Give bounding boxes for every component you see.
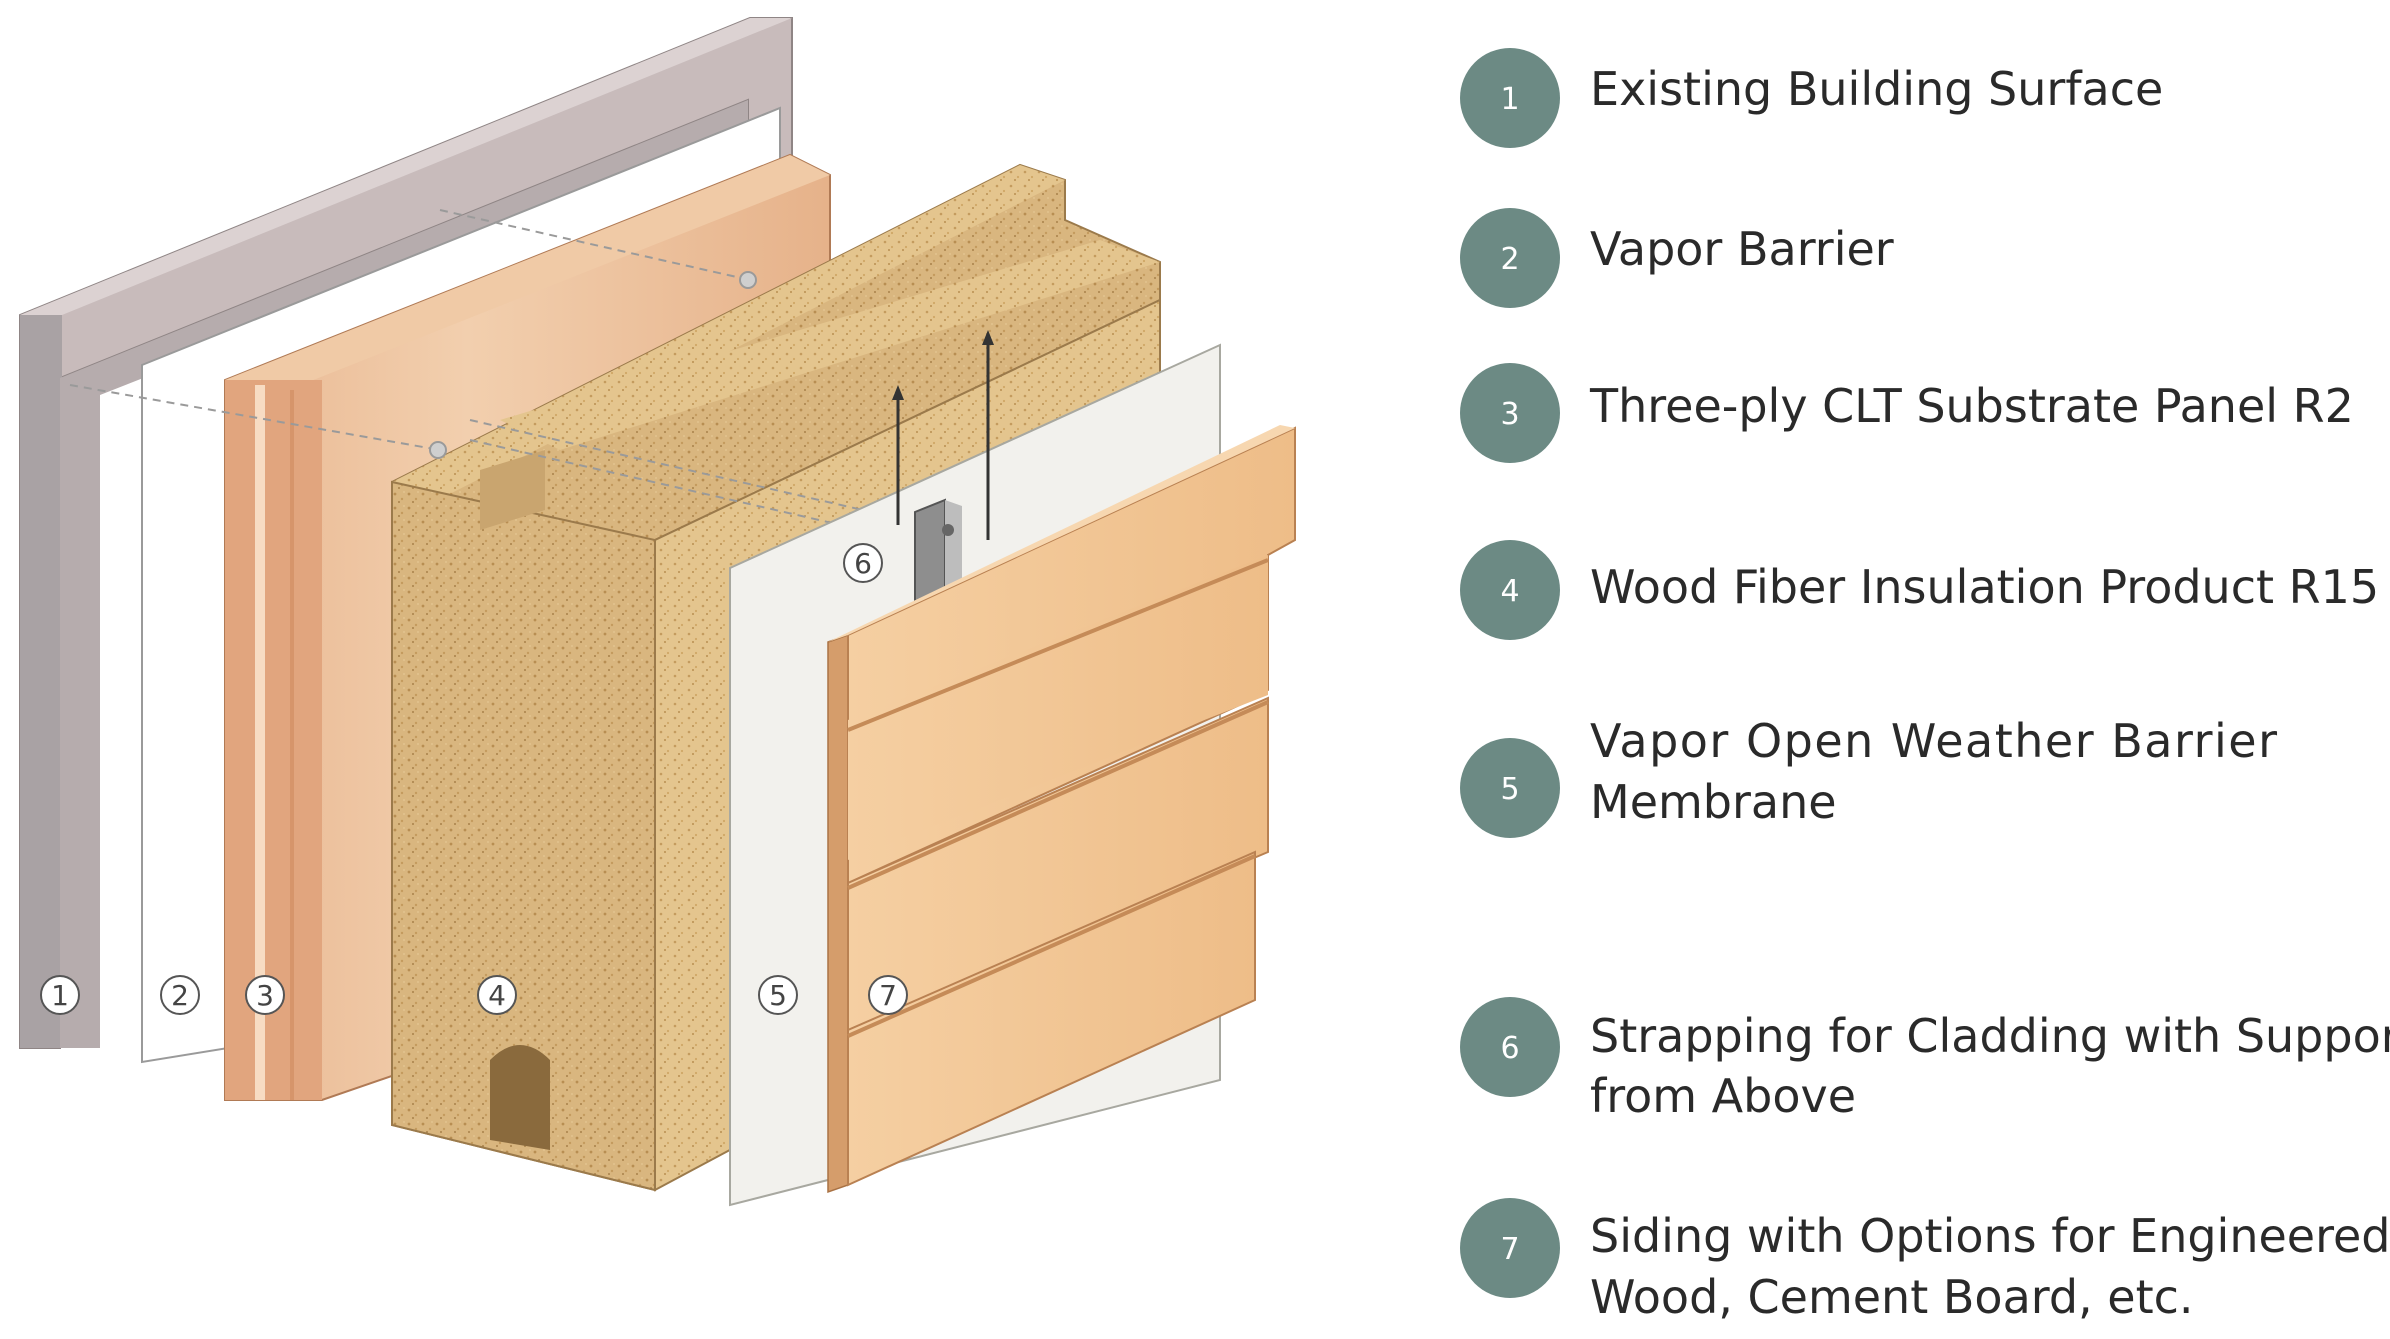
diagram-tag-5: 5 — [758, 975, 798, 1015]
svg-text:7: 7 — [1500, 1232, 1519, 1267]
svg-text:7: 7 — [879, 979, 897, 1012]
legend-item-2: 2 Vapor Barrier — [1460, 208, 1894, 308]
svg-text:3: 3 — [1500, 397, 1519, 432]
svg-text:3: 3 — [256, 979, 274, 1012]
legend-item-6: 6 Strapping for Cladding with Support fr… — [1460, 997, 2390, 1123]
svg-text:Siding with Options for Engine: Siding with Options for Engineered — [1590, 1209, 2390, 1263]
svg-text:2: 2 — [1500, 242, 1519, 277]
svg-text:1: 1 — [1500, 82, 1519, 117]
svg-text:Existing Building Surface: Existing Building Surface — [1590, 62, 2163, 116]
svg-text:from Above: from Above — [1590, 1069, 1856, 1123]
layer-strapping — [892, 330, 994, 604]
layer-siding — [827, 425, 1296, 1194]
diagram-tag-7: 7 — [868, 975, 908, 1015]
legend-item-4: 4 Wood Fiber Insulation Product R15 — [1460, 540, 2379, 640]
svg-text:6: 6 — [854, 547, 872, 580]
svg-text:Wood Fiber Insulation Product: Wood Fiber Insulation Product R15 — [1590, 560, 2379, 614]
diagram-tag-3: 3 — [245, 975, 285, 1015]
legend-item-1: 1 Existing Building Surface — [1460, 48, 2163, 148]
diagram-tags: 1 2 3 4 5 6 7 — [40, 543, 908, 1015]
legend: 1 Existing Building Surface 2 Vapor Barr… — [1460, 48, 2390, 1324]
svg-text:Strapping for Cladding with Su: Strapping for Cladding with Support — [1590, 1009, 2390, 1063]
svg-text:Membrane: Membrane — [1590, 775, 1837, 829]
svg-text:2: 2 — [171, 979, 189, 1012]
svg-text:6: 6 — [1500, 1031, 1519, 1066]
svg-text:1: 1 — [51, 979, 69, 1012]
diagram-tag-4: 4 — [477, 975, 517, 1015]
legend-item-7: 7 Siding with Options for Engineered Woo… — [1460, 1198, 2390, 1324]
svg-text:Wood, Cement Board, etc.: Wood, Cement Board, etc. — [1590, 1270, 2194, 1324]
diagram-tag-2: 2 — [160, 975, 200, 1015]
svg-text:5: 5 — [1500, 772, 1519, 807]
svg-text:Three-ply CLT Substrate Panel: Three-ply CLT Substrate Panel R2 — [1589, 379, 2354, 433]
svg-text:4: 4 — [1500, 574, 1519, 609]
legend-item-3: 3 Three-ply CLT Substrate Panel R2 — [1460, 363, 2354, 463]
svg-text:Vapor Barrier: Vapor Barrier — [1590, 222, 1894, 276]
svg-text:4: 4 — [488, 979, 506, 1012]
diagram-tag-6: 6 — [843, 543, 883, 583]
legend-item-5: 5 Vapor Open Weather Barrier Membrane — [1460, 714, 2277, 838]
svg-text:Vapor Open Weather Barrier: Vapor Open Weather Barrier — [1590, 714, 2277, 768]
svg-text:5: 5 — [769, 979, 787, 1012]
diagram-tag-1: 1 — [40, 975, 80, 1015]
